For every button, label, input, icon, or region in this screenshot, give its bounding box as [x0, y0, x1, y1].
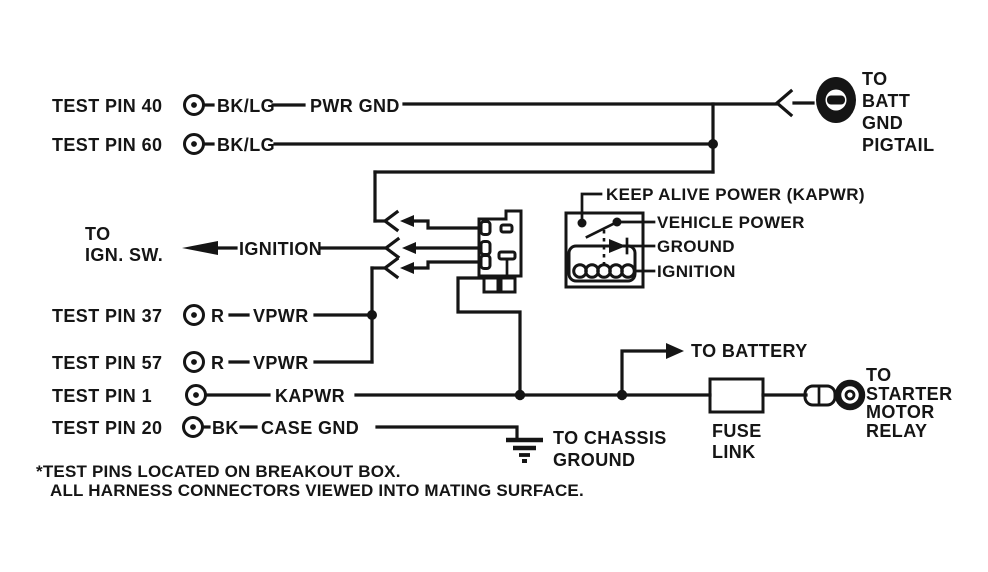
test-pin-57-row: TEST PIN 57 R VPWR — [52, 351, 374, 373]
connector-socket-icon — [382, 209, 400, 233]
test-pin-57-label: TEST PIN 57 — [52, 353, 162, 373]
test-pin-37-row: TEST PIN 37 R VPWR — [52, 304, 377, 326]
starter-label-line1: TO — [866, 365, 891, 385]
test-pin-40-label: TEST PIN 40 — [52, 96, 162, 116]
ground-symbol-icon — [506, 437, 543, 463]
starter-label-line2: STARTER — [866, 384, 952, 404]
starter-relay-terminal: TO STARTER MOTOR RELAY — [803, 365, 952, 441]
ignition-wire-label: IGNITION — [239, 239, 322, 259]
wire-color-label: R — [211, 353, 224, 373]
kapwr-drop-wire — [456, 276, 522, 396]
test-pin-37-label: TEST PIN 37 — [52, 306, 162, 326]
diode-icon — [609, 239, 626, 253]
signal-label: CASE GND — [261, 418, 359, 438]
to-ign-sw-label-line2: IGN. SW. — [85, 245, 163, 265]
test-pin-20-row: TEST PIN 20 BK CASE GND — [52, 416, 519, 439]
junction-dot — [514, 389, 526, 401]
starter-label-line4: RELAY — [866, 421, 927, 441]
relay-contact-dot — [577, 218, 587, 228]
connector-arrow-icon — [400, 215, 414, 227]
ring-terminal-icon — [803, 379, 866, 411]
ground-bus-wire — [373, 102, 715, 223]
connector-socket-icon — [383, 236, 401, 260]
ground-label: GROUND — [657, 237, 735, 256]
relay-legend: KEEP ALIVE POWER (KAPWR) VEHICLE POWER G… — [564, 185, 865, 289]
harness-connector-icon — [477, 209, 523, 294]
signal-label: KAPWR — [275, 386, 345, 406]
ignition-label: IGNITION — [657, 262, 736, 281]
pigtail-label-line1: TO — [862, 69, 887, 89]
test-pin-1-label: TEST PIN 1 — [52, 386, 152, 406]
wire-color-label: BK/LG — [217, 96, 275, 116]
connector-socket-icon — [774, 88, 794, 118]
test-pin-20-label: TEST PIN 20 — [52, 418, 162, 438]
chassis-ground-label-line2: GROUND — [553, 450, 635, 470]
signal-label: VPWR — [253, 306, 309, 326]
fuse-link-label-line2: LINK — [712, 442, 756, 462]
wire-color-label: BK — [212, 418, 239, 438]
to-ign-sw-label-line1: TO — [85, 224, 110, 244]
junction-dot — [367, 310, 377, 320]
note-line2: ALL HARNESS CONNECTORS VIEWED INTO MATIN… — [50, 481, 584, 500]
wire-color-label: BK/LG — [217, 135, 275, 155]
ignition-feed-row: TO IGN. SW. IGNITION — [85, 224, 481, 265]
connector-arrow-icon — [400, 262, 414, 274]
vehicle-power-label: VEHICLE POWER — [657, 213, 805, 232]
chassis-ground-label-line1: TO CHASSIS — [553, 428, 667, 448]
inline-connector-row1 — [382, 209, 481, 233]
fuse-link: FUSE LINK — [708, 377, 808, 462]
footnotes: *TEST PINS LOCATED ON BREAKOUT BOX. ALL … — [36, 462, 584, 500]
relay-inner-frame — [567, 244, 637, 283]
test-pin-60-label: TEST PIN 60 — [52, 135, 162, 155]
pigtail-label-line2: BATT — [862, 91, 910, 111]
pigtail-label-line3: GND — [862, 113, 903, 133]
to-battery-branch: TO BATTERY — [620, 341, 808, 397]
test-pin-icon — [183, 304, 205, 326]
kapwr-leader-line — [580, 192, 603, 220]
eyelet-terminal-icon — [816, 77, 856, 123]
left-arrow-icon — [182, 241, 218, 255]
batt-gnd-pigtail: TO BATT GND PIGTAIL — [774, 69, 934, 155]
pigtail-label-line4: PIGTAIL — [862, 135, 934, 155]
relay-contact-dot — [612, 217, 622, 227]
relay-switch-blade — [585, 222, 615, 239]
connector-arrow-icon — [402, 242, 416, 254]
fuse-link-label-line1: FUSE — [712, 421, 762, 441]
test-pin-60-row: TEST PIN 60 BK/LG — [52, 133, 718, 155]
relay-box — [564, 211, 645, 289]
wire-color-label: R — [211, 306, 224, 326]
relay-coil-icon — [572, 263, 636, 279]
signal-label: PWR GND — [310, 96, 400, 116]
starter-label-line3: MOTOR — [866, 402, 935, 422]
chassis-ground: TO CHASSIS GROUND — [506, 428, 667, 470]
to-battery-label: TO BATTERY — [691, 341, 808, 361]
keep-alive-power-label: KEEP ALIVE POWER (KAPWR) — [606, 185, 865, 204]
case-gnd-wire — [375, 425, 519, 439]
note-line1: *TEST PINS LOCATED ON BREAKOUT BOX. — [36, 462, 401, 481]
test-pin-icon — [183, 351, 205, 373]
signal-label: VPWR — [253, 353, 309, 373]
right-arrow-icon — [666, 343, 684, 359]
